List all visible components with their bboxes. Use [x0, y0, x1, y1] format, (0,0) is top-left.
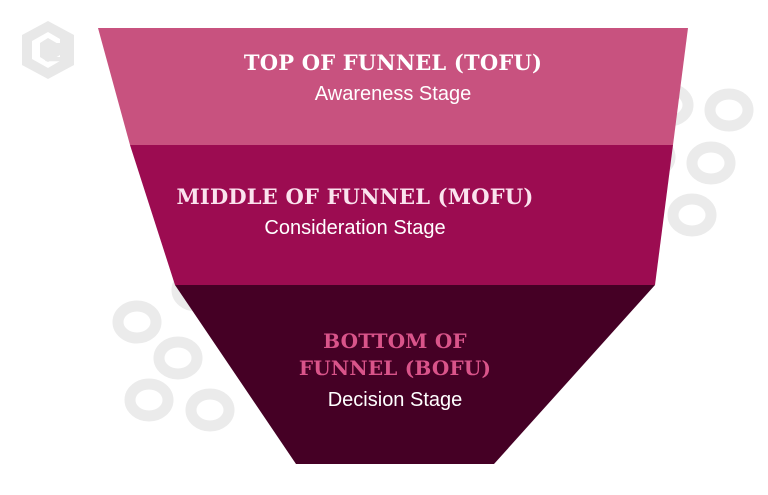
stage-subtitle-mofu: Consideration Stage — [264, 217, 446, 239]
stage-title-bofu-line2: FUNNEL (BOFU) — [298, 356, 492, 380]
funnel-segment-tofu — [98, 28, 688, 145]
hexagon-e-logo — [22, 21, 74, 79]
stage-subtitle-bofu: Decision Stage — [327, 389, 463, 411]
stage-title-tofu: TOP OF FUNNEL (TOFU) — [243, 50, 543, 75]
funnel-segment-bofu — [175, 285, 655, 464]
stage-subtitle-tofu: Awareness Stage — [314, 83, 472, 105]
stage-title-bofu-line1: BOTTOM OF — [323, 329, 467, 353]
funnel-stage-tofu: TOP OF FUNNEL (TOFU) Awareness Stage — [98, 52, 688, 104]
funnel-stage-mofu: MIDDLE OF FUNNEL (MOFU) Consideration St… — [60, 186, 650, 238]
funnel-segment-mofu — [130, 145, 673, 285]
stage-title-mofu: MIDDLE OF FUNNEL (MOFU) — [176, 184, 534, 209]
funnel-stage-bofu: BOTTOM OF FUNNEL (BOFU) Decision Stage — [295, 328, 495, 410]
stage-title-bofu: BOTTOM OF FUNNEL (BOFU) — [295, 328, 495, 382]
